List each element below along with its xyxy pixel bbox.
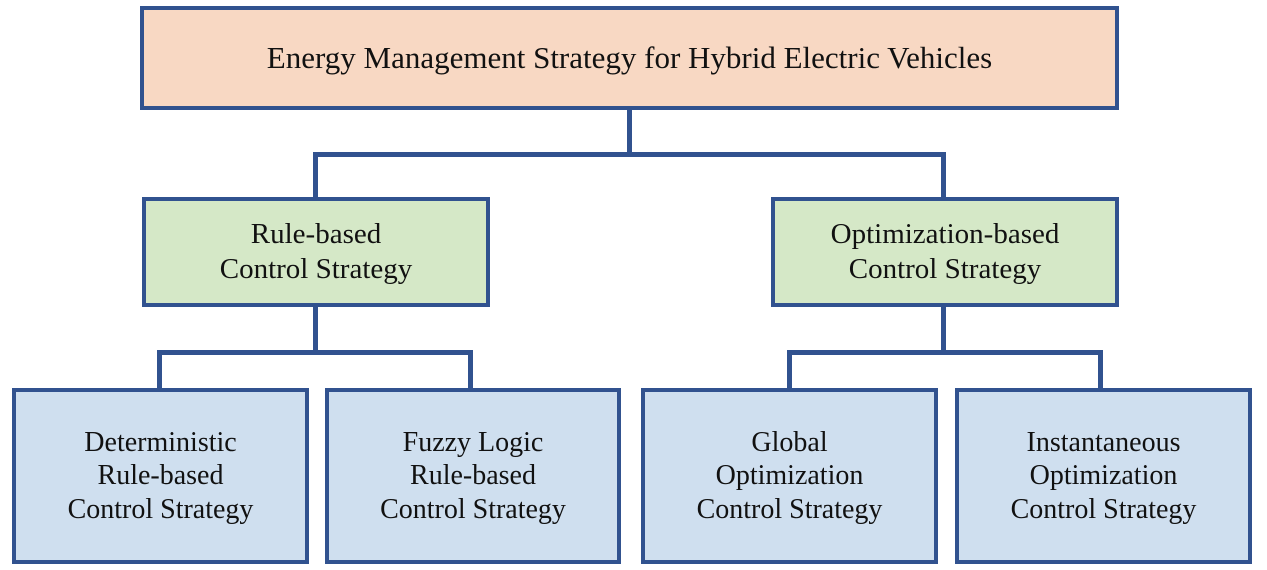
node-global-optimization[interactable]: Global Optimization Control Strategy [641, 388, 938, 564]
node-global-optimization-label: Global Optimization Control Strategy [696, 426, 883, 525]
node-instantaneous-optimization[interactable]: Instantaneous Optimization Control Strat… [955, 388, 1252, 564]
node-root-label: Energy Management Strategy for Hybrid El… [266, 40, 993, 76]
node-rule-based[interactable]: Rule-based Control Strategy [142, 197, 490, 307]
node-optimization-based-label: Optimization-based Control Strategy [830, 218, 1060, 285]
node-fuzzy-logic-rule-based[interactable]: Fuzzy Logic Rule-based Control Strategy [325, 388, 621, 564]
edge-rule-based-stem [313, 307, 318, 353]
edge-optimization-based-bus [787, 350, 1103, 355]
node-deterministic-rule-based[interactable]: Deterministic Rule-based Control Strateg… [12, 388, 309, 564]
node-optimization-based[interactable]: Optimization-based Control Strategy [771, 197, 1119, 307]
node-rule-based-label: Rule-based Control Strategy [219, 218, 413, 285]
edge-optimization-based-to-instantaneous-optimization [1098, 350, 1103, 390]
edge-rule-based-bus [157, 350, 473, 355]
node-root[interactable]: Energy Management Strategy for Hybrid El… [140, 6, 1119, 110]
edge-root-to-optimization-based [941, 152, 946, 197]
edge-root-stem [627, 110, 632, 155]
edge-root-to-rule-based [313, 152, 318, 197]
node-instantaneous-optimization-label: Instantaneous Optimization Control Strat… [1010, 426, 1197, 525]
edge-rule-based-to-deterministic [157, 350, 162, 390]
edge-root-bus [313, 152, 946, 157]
edge-optimization-based-stem [941, 307, 946, 353]
node-deterministic-rule-based-label: Deterministic Rule-based Control Strateg… [67, 426, 254, 525]
node-fuzzy-logic-rule-based-label: Fuzzy Logic Rule-based Control Strategy [380, 426, 566, 525]
edge-rule-based-to-fuzzy-logic [468, 350, 473, 390]
edge-optimization-based-to-global-optimization [787, 350, 792, 390]
